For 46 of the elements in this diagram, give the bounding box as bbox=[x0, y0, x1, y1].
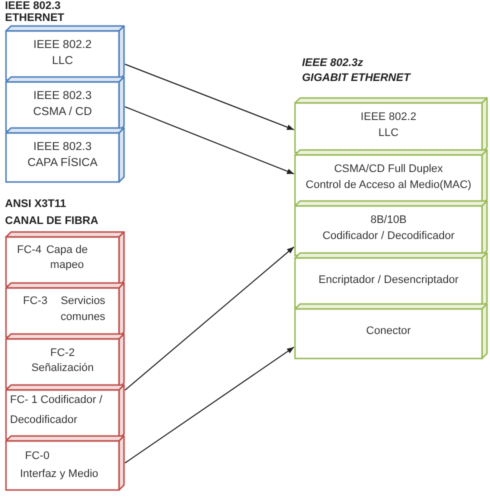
layer-label: FC-2 bbox=[50, 346, 75, 361]
layer-label: Conector bbox=[366, 324, 411, 340]
layer-label: IEEE 802.3 bbox=[33, 89, 92, 104]
layer-label: FC-0 bbox=[25, 449, 50, 464]
layer-label: Interfaz y Medio bbox=[20, 467, 98, 482]
layer-box bbox=[5, 25, 125, 81]
layer-box bbox=[294, 252, 488, 308]
layer-label: Control de Acceso al Medio(MAC) bbox=[306, 178, 472, 193]
arrow bbox=[124, 246, 294, 391]
layer-box bbox=[5, 384, 125, 440]
layer-label: 8B/10B bbox=[370, 213, 407, 228]
layer-box bbox=[294, 200, 488, 256]
layer-label: IEEE 802.2 bbox=[360, 110, 416, 126]
layer-box bbox=[294, 303, 488, 360]
stack-heading: IEEE 802.3 bbox=[5, 0, 61, 13]
layer-box bbox=[5, 333, 125, 389]
layer-label: Codificador / Decodificador bbox=[322, 229, 455, 244]
layer-label: Señalización bbox=[31, 361, 94, 376]
layer-box bbox=[5, 282, 125, 338]
layer-label: Encriptador / Desencriptador bbox=[318, 272, 458, 288]
layer-box bbox=[5, 231, 125, 287]
layer-label: LLC bbox=[52, 54, 74, 69]
layer-label: Capa de mapeo bbox=[45, 243, 89, 273]
arrow bbox=[124, 64, 294, 130]
stack-heading: ETHERNET bbox=[5, 12, 64, 25]
stack-heading: IEEE 802.3z bbox=[302, 57, 364, 70]
layer-label: Servicios comunes bbox=[60, 294, 106, 325]
layer-label: CSMA / CD bbox=[33, 105, 92, 120]
layer-box bbox=[294, 97, 488, 154]
stack-heading: ANSI X3T11 bbox=[5, 198, 66, 211]
layer-label: IEEE 802.2 bbox=[33, 38, 92, 53]
layer-box bbox=[294, 148, 488, 205]
layer-box bbox=[5, 435, 125, 491]
stack-heading: CANAL DE FIBRA bbox=[5, 215, 98, 228]
arrow bbox=[124, 106, 294, 174]
arrow bbox=[124, 346, 294, 464]
layer-label: CAPA FÍSICA bbox=[27, 155, 98, 171]
layer-label: FC- 1 Codificador / Decodificador bbox=[10, 393, 104, 428]
layer-label: FC-3 bbox=[23, 294, 48, 309]
layer-label: LLC bbox=[378, 126, 399, 142]
stack-heading: GIGABIT ETHERNET bbox=[302, 72, 410, 85]
layer-box bbox=[5, 127, 125, 183]
layer-box bbox=[5, 76, 125, 132]
layer-label: FC-4 bbox=[17, 243, 42, 258]
layer-label: CSMA/CD Full Duplex bbox=[334, 162, 443, 177]
layer-label: IEEE 802.3 bbox=[33, 140, 92, 155]
